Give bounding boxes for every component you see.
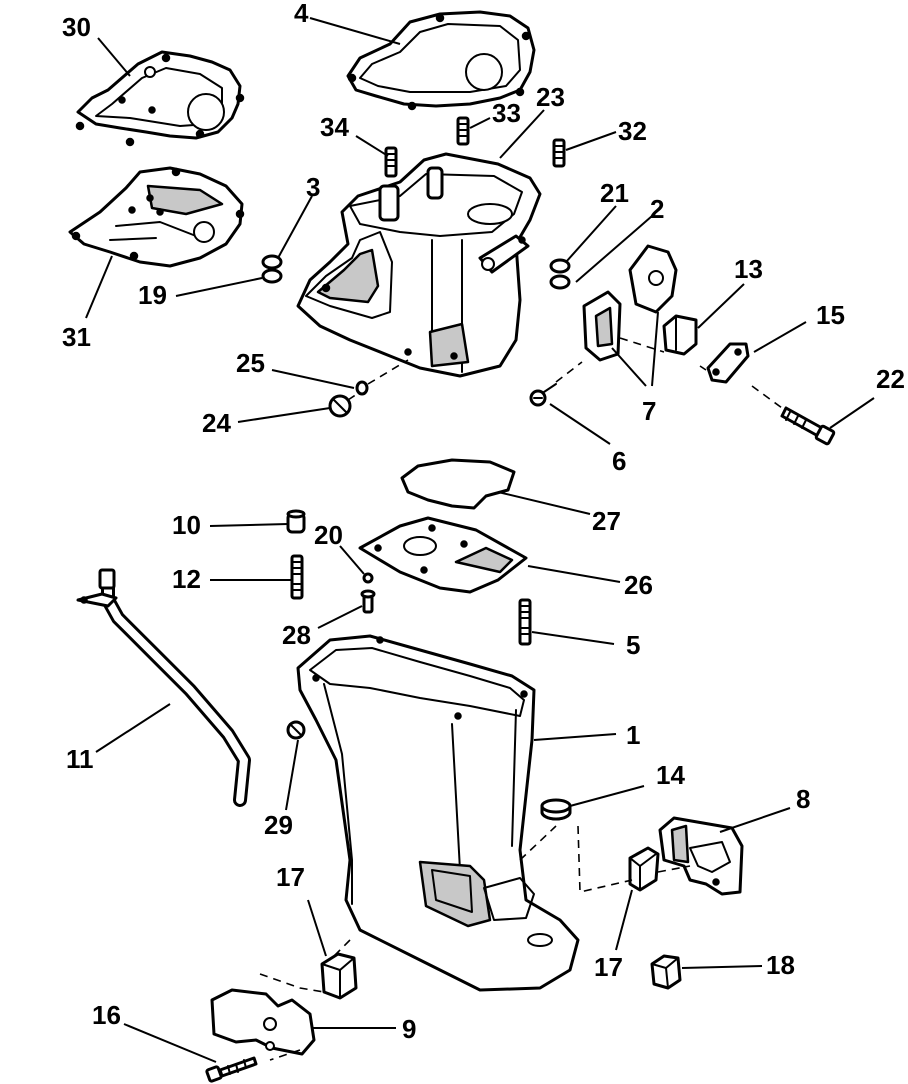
adapter-housing-23 bbox=[296, 152, 542, 378]
callout-28: 28 bbox=[282, 620, 311, 650]
rubber-mount-17-left bbox=[320, 952, 358, 1000]
bolt-22 bbox=[780, 406, 836, 446]
callout-17-right: 17 bbox=[594, 952, 623, 982]
callout-6: 6 bbox=[612, 446, 626, 476]
callout-23: 23 bbox=[536, 82, 565, 112]
callout-32: 32 bbox=[618, 116, 647, 146]
mount-bracket-7 bbox=[582, 244, 678, 362]
callout-9: 9 bbox=[402, 1014, 416, 1044]
plate-31 bbox=[68, 166, 245, 268]
callout-21: 21 bbox=[600, 178, 629, 208]
callout-27: 27 bbox=[592, 506, 621, 536]
callout-10: 10 bbox=[172, 510, 201, 540]
leader-lines bbox=[85, 17, 875, 1063]
exhaust-housing-1 bbox=[296, 634, 580, 992]
callout-7: 7 bbox=[642, 396, 656, 426]
dowel-10 bbox=[286, 509, 306, 534]
plate-15 bbox=[706, 342, 750, 384]
washer-25 bbox=[355, 380, 369, 396]
ring-20 bbox=[362, 572, 374, 584]
stud-34 bbox=[384, 146, 398, 178]
bolt-16 bbox=[205, 1056, 258, 1083]
callout-3: 3 bbox=[306, 172, 320, 202]
callout-16: 16 bbox=[92, 1000, 121, 1030]
plate-26 bbox=[358, 516, 528, 594]
nut-19 bbox=[261, 254, 283, 284]
screw-28 bbox=[360, 589, 376, 614]
stud-32 bbox=[552, 138, 566, 168]
callout-33: 33 bbox=[492, 98, 521, 128]
plug-24 bbox=[328, 394, 352, 418]
callout-labels: 30 4 23 33 34 32 3 21 2 19 31 13 15 22 2… bbox=[62, 0, 905, 1044]
clip-29 bbox=[286, 720, 306, 740]
callout-2: 2 bbox=[650, 194, 664, 224]
rubber-mount-17-right bbox=[628, 846, 660, 892]
callout-30: 30 bbox=[62, 12, 91, 42]
callout-1: 1 bbox=[626, 720, 640, 750]
rubber-mount-14 bbox=[540, 798, 572, 821]
callout-5: 5 bbox=[626, 630, 640, 660]
callout-19: 19 bbox=[138, 280, 167, 310]
callout-8: 8 bbox=[796, 784, 810, 814]
callout-15: 15 bbox=[816, 300, 845, 330]
rubber-mount-13 bbox=[662, 314, 698, 356]
stud-33 bbox=[456, 116, 470, 146]
callout-34: 34 bbox=[320, 112, 349, 142]
callout-11: 11 bbox=[66, 744, 94, 774]
callout-31: 31 bbox=[62, 322, 91, 352]
callout-18: 18 bbox=[766, 950, 795, 980]
callout-14: 14 bbox=[656, 760, 685, 790]
callout-13: 13 bbox=[734, 254, 763, 284]
callout-4: 4 bbox=[294, 0, 309, 28]
callout-25: 25 bbox=[236, 348, 265, 378]
callout-29: 29 bbox=[264, 810, 293, 840]
water-tube-11 bbox=[76, 568, 251, 807]
rubber-mount-18 bbox=[650, 954, 682, 990]
stud-12 bbox=[290, 554, 304, 600]
mount-bracket-8 bbox=[658, 816, 744, 896]
callout-20: 20 bbox=[314, 520, 343, 550]
callout-17-left: 17 bbox=[276, 862, 305, 892]
callout-12: 12 bbox=[172, 564, 201, 594]
cover-9 bbox=[210, 988, 316, 1056]
callout-22: 22 bbox=[876, 364, 905, 394]
gasket-4 bbox=[346, 10, 536, 111]
callout-24: 24 bbox=[202, 408, 231, 438]
stud-5 bbox=[518, 598, 532, 646]
screw-6 bbox=[529, 383, 557, 407]
callout-26: 26 bbox=[624, 570, 653, 600]
nut-21 bbox=[549, 258, 571, 290]
gasket-30 bbox=[75, 50, 245, 147]
gasket-27 bbox=[400, 458, 516, 510]
